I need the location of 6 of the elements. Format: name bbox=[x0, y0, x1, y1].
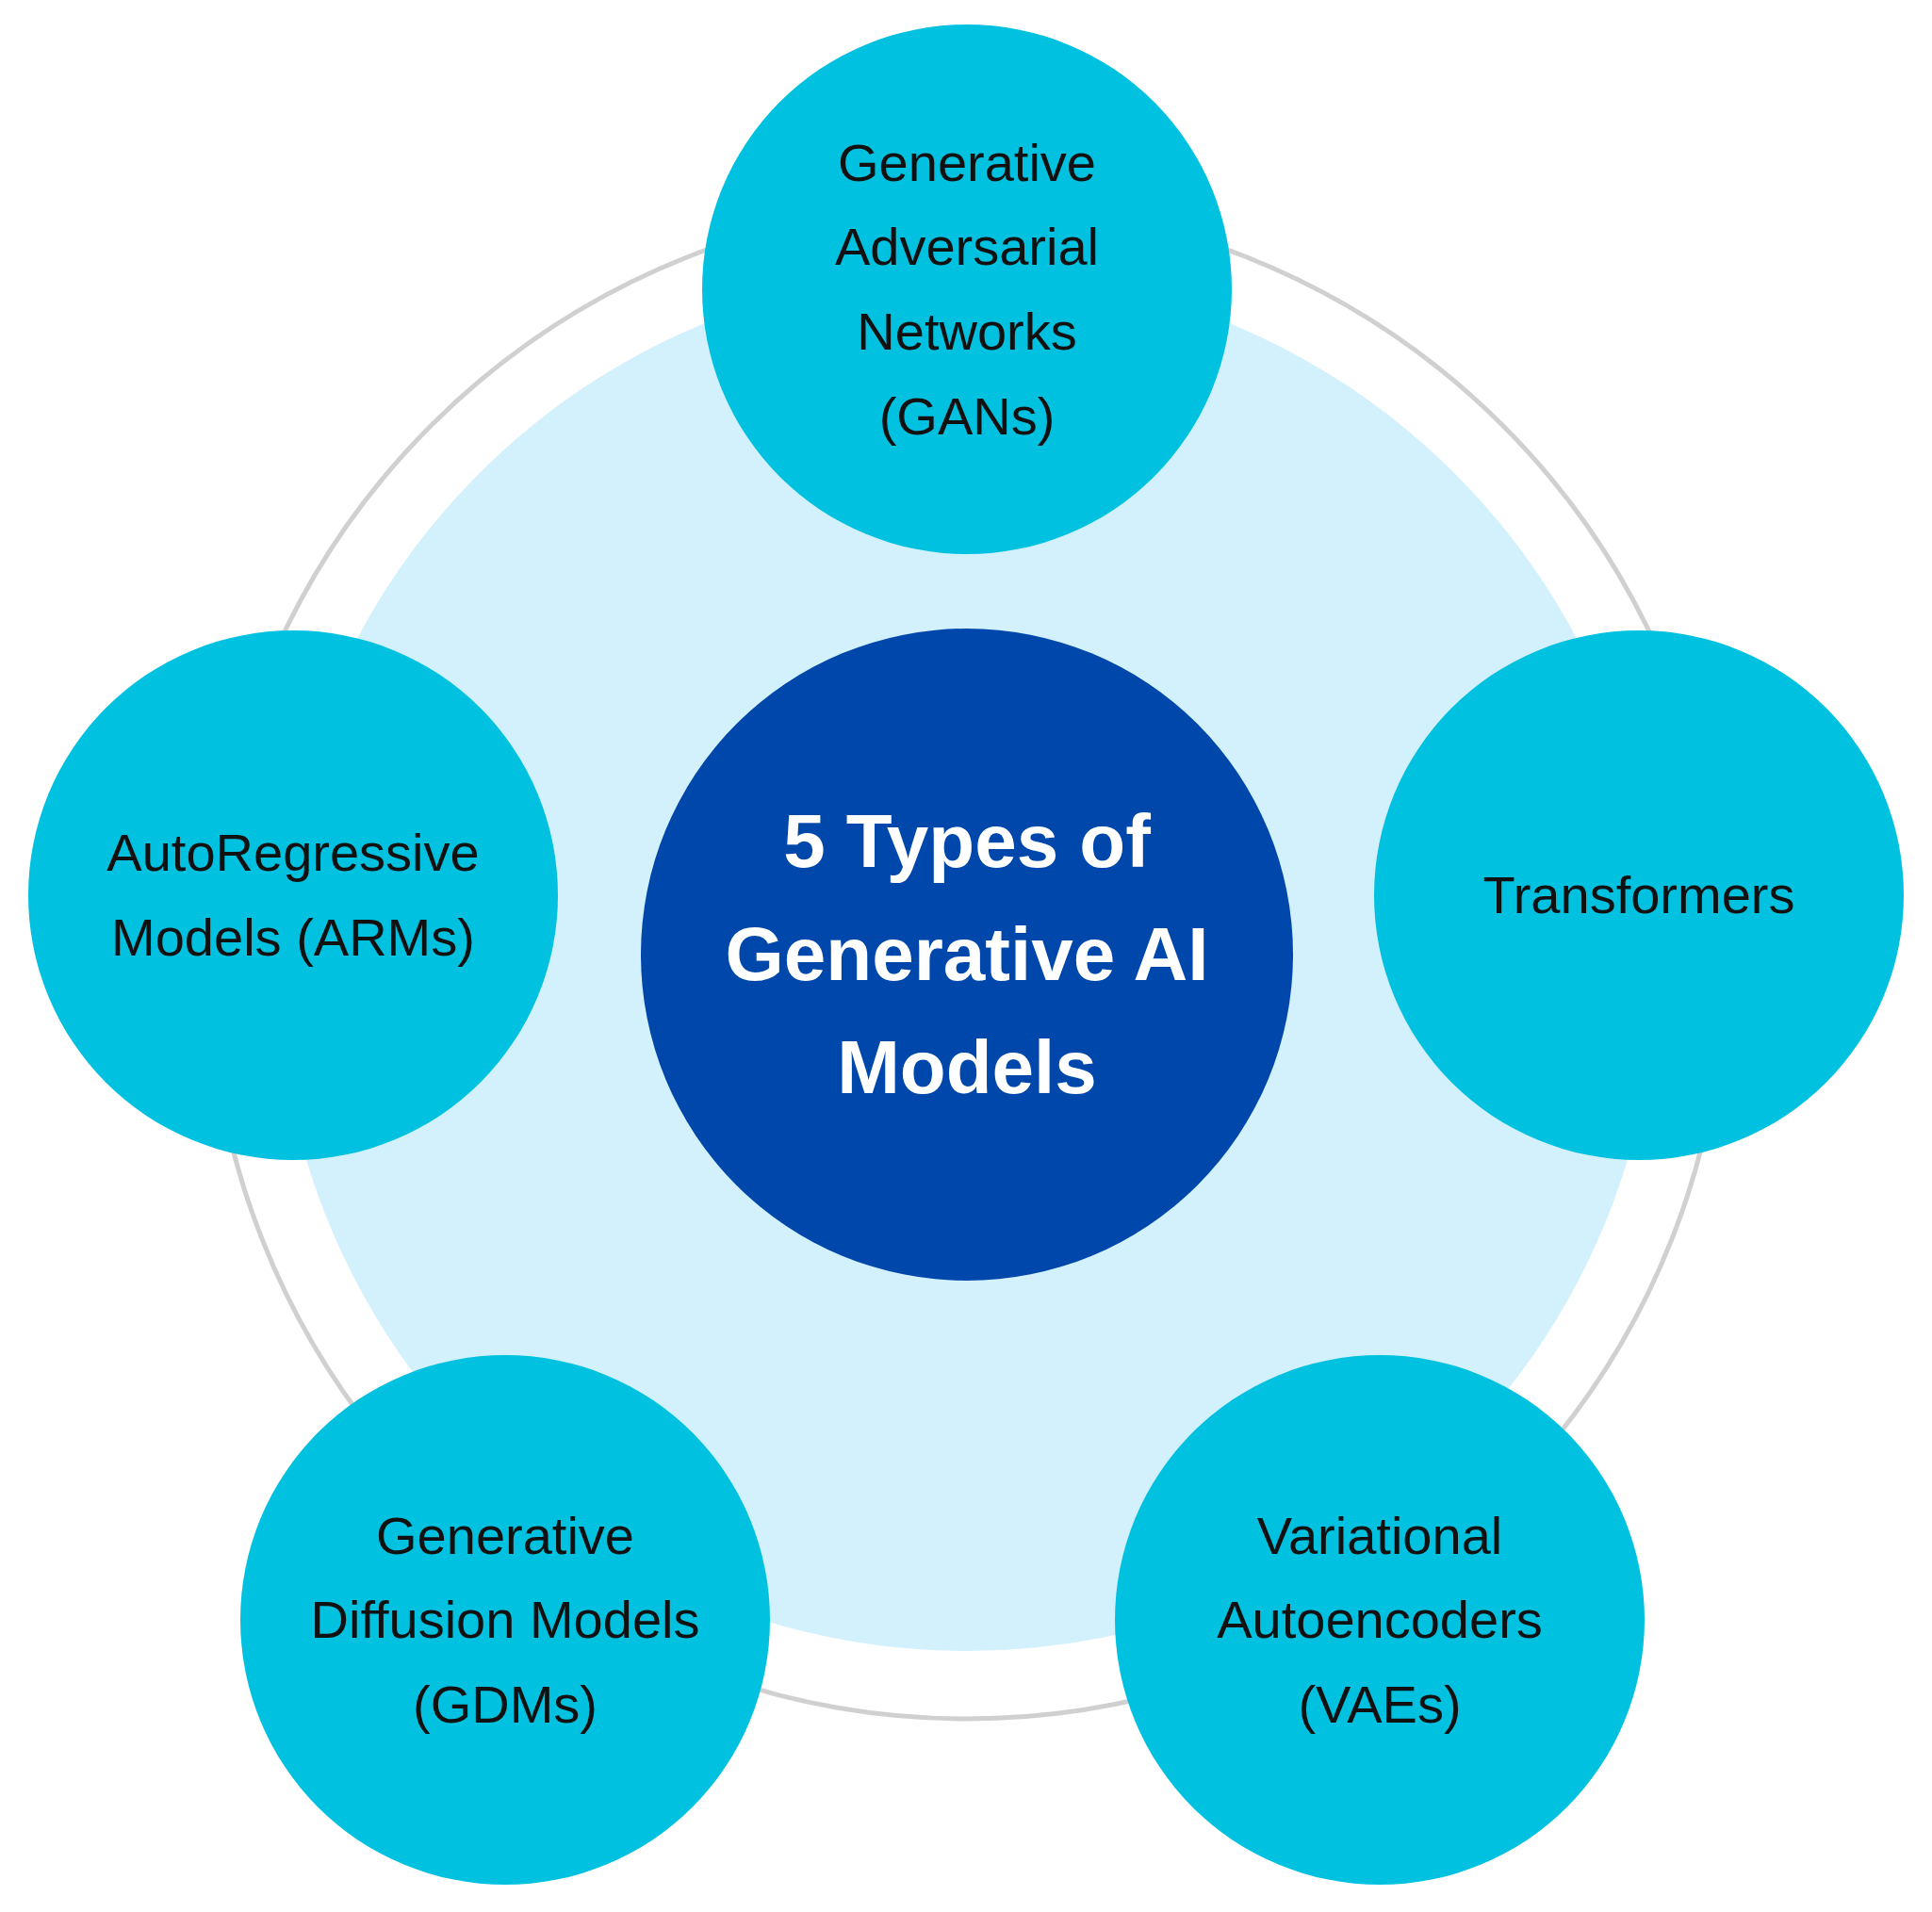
category-label: Variational Autoencoders (VAEs) bbox=[1216, 1504, 1544, 1736]
category-label: Transformers bbox=[1482, 864, 1795, 927]
category-label: AutoRegressive Models (ARMs) bbox=[106, 822, 481, 969]
category-label: Generative Diffusion Models (GDMs) bbox=[309, 1504, 701, 1736]
category-label: Generative Adversarial Networks (GANs) bbox=[833, 131, 1101, 448]
title-text: 5 Types of Generative AI Models bbox=[724, 798, 1210, 1111]
